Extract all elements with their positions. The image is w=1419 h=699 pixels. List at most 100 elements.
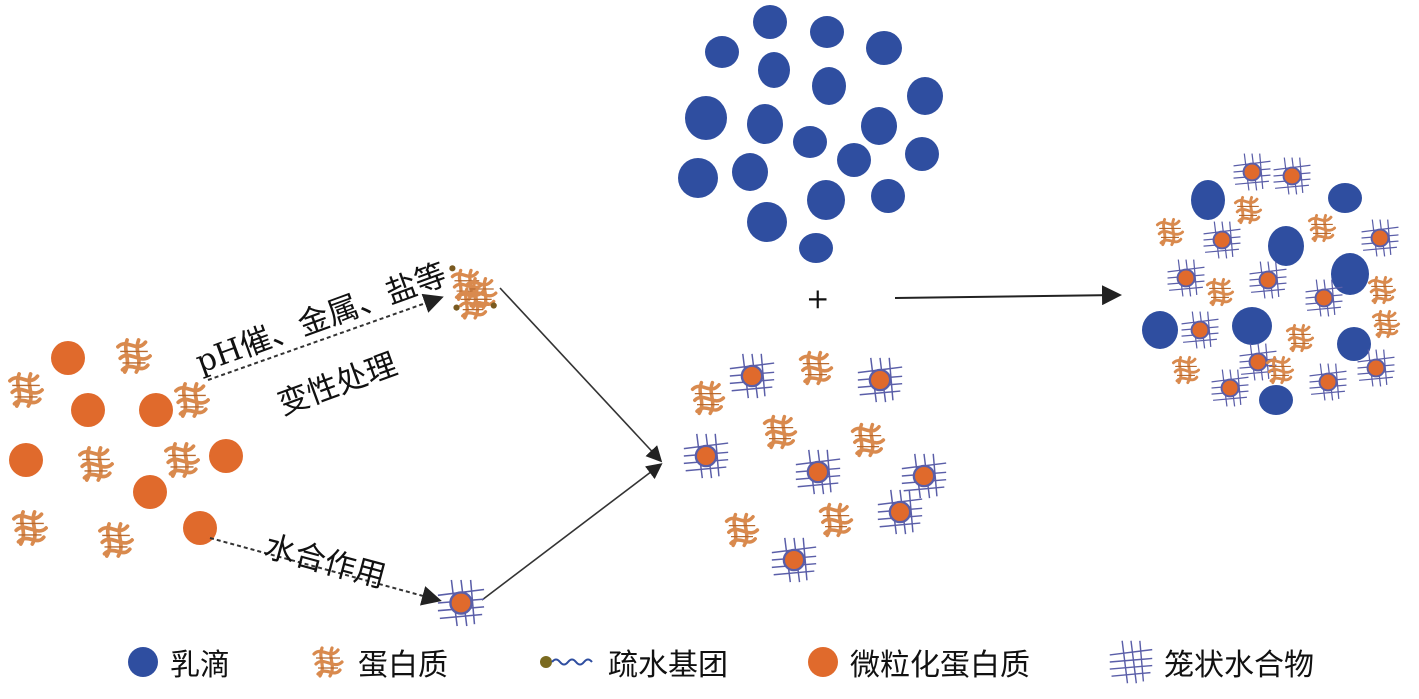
caged-particle [796, 450, 840, 494]
caged-particle [1362, 220, 1399, 257]
legend: 乳滴 蛋白质 疏水基团 微粒化蛋白质 笼状水合物 [0, 632, 1419, 692]
plus-sign: + [806, 282, 830, 315]
caged-particle [1182, 312, 1219, 349]
caged-particle [878, 490, 922, 534]
legend-label: 微粒化蛋白质 [850, 648, 1030, 683]
emulsion-droplet [1328, 183, 1362, 213]
caged-particle [1250, 262, 1287, 299]
legend-item-droplet: 乳滴 [126, 632, 230, 692]
arrow-to-result [894, 285, 1122, 306]
caged-particle [858, 358, 902, 402]
legend-item-protein: 蛋白质 [308, 632, 448, 692]
emulsion-droplet [861, 107, 897, 145]
microparticulated-protein [139, 393, 173, 427]
emulsion-droplet [747, 202, 787, 242]
caged-particle [1168, 260, 1205, 297]
protein-chain [762, 414, 798, 450]
protein-chain [1233, 195, 1263, 225]
emulsion-droplet [1337, 327, 1371, 361]
caged-particle [1310, 364, 1347, 401]
microparticulated-protein [183, 511, 217, 545]
emulsion-droplet-cluster [678, 5, 943, 263]
blue-circle-icon [128, 647, 158, 677]
protein-chain [850, 422, 886, 458]
protein-chain [116, 338, 152, 374]
emulsion-droplet [807, 180, 845, 220]
arrows [207, 285, 1122, 606]
emulsion-droplet [1259, 385, 1293, 415]
stabilized-emulsion [1142, 154, 1401, 415]
legend-label: 疏水基团 [608, 648, 728, 683]
emulsion-droplet [747, 104, 783, 144]
protein-chain [98, 522, 134, 558]
emulsion-droplet [793, 126, 827, 158]
initial-mixture [8, 338, 243, 558]
emulsion-droplet [1191, 180, 1225, 220]
emulsion-droplet [758, 52, 790, 88]
emulsion-droplet [799, 233, 833, 263]
protein-chain [1307, 213, 1337, 243]
hydrophobic-group-icon [540, 656, 593, 668]
caged-particle [684, 434, 728, 478]
emulsion-droplet [866, 31, 902, 65]
protein-chain [164, 442, 200, 478]
caged-particle [1204, 222, 1241, 259]
emulsion-droplet [753, 5, 787, 39]
protein-chain [1205, 277, 1235, 307]
emulsion-droplet [871, 179, 905, 213]
caged-particle [730, 354, 774, 398]
legend-label: 蛋白质 [358, 648, 448, 683]
microparticulated-protein [133, 475, 167, 509]
protein-chain [1171, 355, 1201, 385]
caged-particle [1234, 154, 1271, 191]
emulsion-droplet [685, 96, 727, 140]
protein-chain [798, 350, 834, 386]
protein-chain [818, 502, 854, 538]
caged-particle [902, 454, 946, 498]
emulsion-droplet [905, 137, 939, 171]
legend-item-microparticle: 微粒化蛋白质 [806, 632, 1030, 692]
arrow-hydration [209, 537, 442, 606]
emulsion-droplet [812, 67, 846, 105]
emulsion-droplet [1331, 253, 1369, 295]
emulsion-droplet [705, 36, 739, 68]
protein-chain [1265, 355, 1295, 385]
emulsion-droplet [1268, 226, 1304, 266]
legend-label: 笼状水合物 [1164, 648, 1314, 683]
emulsion-droplet [732, 153, 768, 191]
arrow-treatment [207, 293, 444, 381]
legend-label: 乳滴 [170, 648, 230, 683]
protein-chain [12, 510, 48, 546]
protein-chain-icon [312, 646, 344, 678]
caged-particle-single [438, 580, 484, 626]
emulsion-droplet [1232, 307, 1272, 345]
emulsion-droplet [1142, 311, 1178, 349]
protein-chain [1367, 275, 1397, 305]
microparticulated-protein [9, 443, 43, 477]
legend-item-hydrophobic: 疏水基团 [538, 632, 728, 692]
protein-chain [724, 512, 760, 548]
emulsion-droplet [678, 158, 718, 198]
caged-particle [1212, 370, 1249, 407]
arrow-caged-to-mix [481, 463, 663, 601]
arrow-aggregate-to-mix [499, 287, 663, 463]
protein-chain [78, 446, 114, 482]
legend-item-cage: 笼状水合物 [1108, 632, 1314, 692]
aggregated-protein [449, 265, 497, 318]
protein-chain [174, 382, 210, 418]
emulsion-droplet [810, 16, 844, 48]
microparticulated-protein [71, 393, 105, 427]
protein-chain [8, 372, 44, 408]
protein-chain [1371, 309, 1401, 339]
microparticulated-protein [51, 341, 85, 375]
protein-chain [1155, 217, 1185, 247]
emulsion-droplet [907, 77, 943, 115]
cage-hydrate-icon [1109, 640, 1153, 684]
emulsion-droplet [837, 143, 871, 177]
microparticulated-protein [209, 439, 243, 473]
protein-chain [1285, 323, 1315, 353]
caged-particle [1274, 158, 1311, 195]
orange-circle-icon [808, 647, 838, 677]
caged-particle [772, 538, 816, 582]
